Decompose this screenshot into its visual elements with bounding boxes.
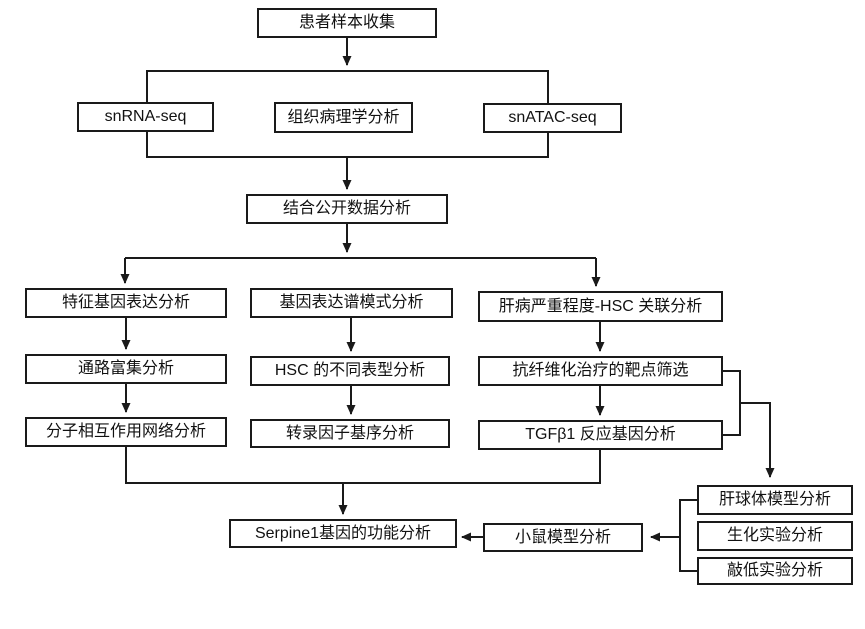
node-biochemical-experiment: 生化实验分析	[697, 521, 853, 551]
bracket-target-tgfb1	[723, 370, 741, 436]
node-liver-severity-hsc: 肝病严重程度-HSC 关联分析	[478, 291, 723, 322]
node-feature-gene-expression: 特征基因表达分析	[25, 288, 227, 318]
node-serpine1-function: Serpine1基因的功能分析	[229, 519, 457, 548]
node-liver-spheroid-model: 肝球体模型分析	[697, 485, 853, 515]
node-snatac-seq: snATAC-seq	[483, 103, 622, 133]
node-knockdown-experiment: 敲低实验分析	[697, 557, 853, 585]
node-hsc-phenotypes: HSC 的不同表型分析	[250, 356, 450, 386]
node-tgfb1-response-genes: TGFβ1 反应基因分析	[478, 420, 723, 450]
bracket-validation-boxes	[679, 499, 697, 572]
node-histopathology: 组织病理学分析	[274, 102, 413, 133]
node-public-data: 结合公开数据分析	[246, 194, 448, 224]
merge-line-bottom	[125, 447, 601, 484]
node-mouse-model: 小鼠模型分析	[483, 523, 643, 552]
node-gene-expression-pattern: 基因表达谱模式分析	[250, 288, 453, 318]
edge-bracket-to-spheroid	[740, 402, 775, 478]
node-patient-sample: 患者样本收集	[257, 8, 437, 38]
node-molecular-interaction-network: 分子相互作用网络分析	[25, 417, 227, 447]
node-antifibrotic-target-screening: 抗纤维化治疗的靶点筛选	[478, 356, 723, 386]
node-snrna-seq: snRNA-seq	[77, 102, 214, 132]
node-pathway-enrichment: 通路富集分析	[25, 354, 227, 384]
node-transcription-factor-motif: 转录因子基序分析	[250, 419, 450, 448]
